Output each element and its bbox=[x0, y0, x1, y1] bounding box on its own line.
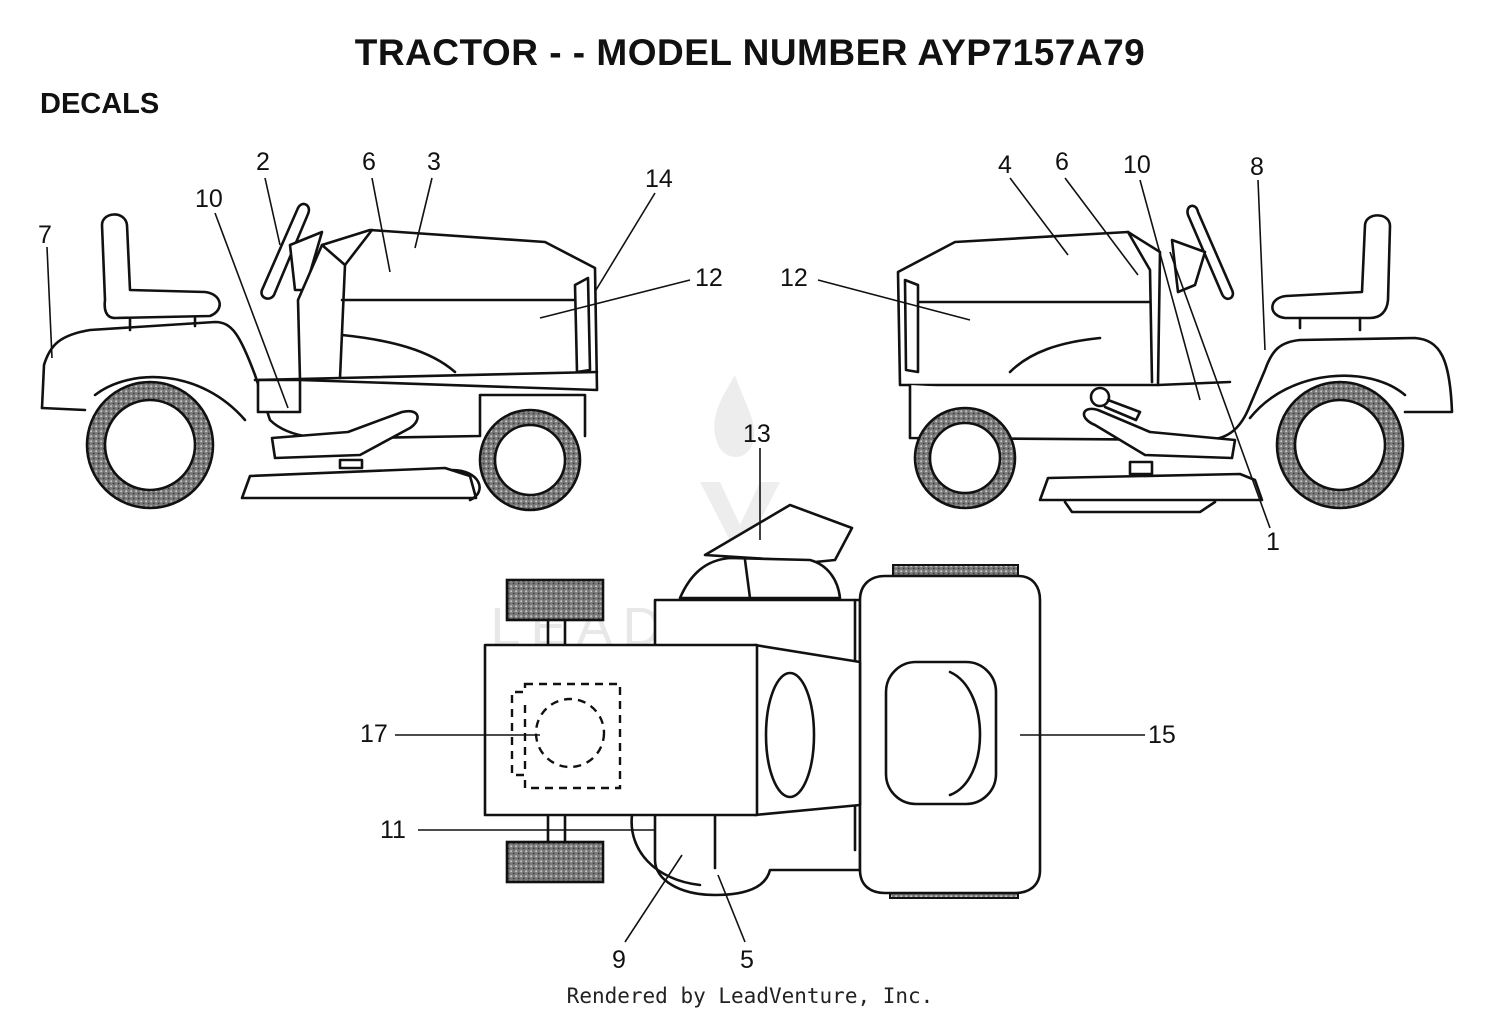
callout-7: 7 bbox=[38, 221, 52, 249]
tractor-left-side-view bbox=[40, 202, 599, 512]
rear-tire-top-right bbox=[505, 840, 605, 884]
hood-right-view bbox=[896, 230, 1162, 387]
mower-deck-left-view bbox=[240, 466, 478, 500]
callout-11: 11 bbox=[380, 816, 406, 844]
callout-13: 13 bbox=[743, 420, 771, 448]
seat-right-view bbox=[1271, 214, 1392, 320]
rear-tire-top-left bbox=[505, 578, 605, 622]
footrest-right-view bbox=[1082, 407, 1237, 460]
hood-left-view bbox=[296, 228, 599, 392]
callout-2: 2 bbox=[256, 148, 270, 176]
callout-6-right: 6 bbox=[1055, 148, 1069, 176]
steering-wheel-left-view bbox=[260, 202, 311, 300]
footrest-left-view bbox=[270, 409, 419, 460]
page-title: TRACTOR - - MODEL NUMBER AYP7157A79 bbox=[354, 32, 1146, 73]
callout-10-left: 10 bbox=[195, 185, 223, 213]
tractor-right-side-view bbox=[896, 204, 1454, 514]
tractor-top-view bbox=[483, 503, 1042, 899]
callout-12-left: 12 bbox=[695, 264, 723, 292]
callout-10-right: 10 bbox=[1123, 151, 1151, 179]
footer-credit: Rendered by LeadVenture, Inc. bbox=[566, 984, 934, 1008]
leader-lines bbox=[46, 177, 1271, 943]
callout-8: 8 bbox=[1250, 153, 1264, 181]
callout-1: 1 bbox=[1266, 528, 1280, 556]
section-heading: DECALS bbox=[40, 88, 160, 120]
callout-4: 4 bbox=[998, 151, 1012, 179]
callout-3: 3 bbox=[427, 148, 441, 176]
mower-deck-right-view bbox=[1038, 472, 1264, 502]
callout-5: 5 bbox=[740, 946, 754, 974]
callout-6-left: 6 bbox=[362, 148, 376, 176]
callout-15: 15 bbox=[1148, 721, 1176, 749]
seat-left-view bbox=[100, 213, 221, 320]
callout-17: 17 bbox=[360, 720, 388, 748]
callout-9: 9 bbox=[612, 946, 626, 974]
callout-12-right: 12 bbox=[780, 264, 808, 292]
callout-14: 14 bbox=[645, 165, 673, 193]
steering-wheel-right-view bbox=[1186, 204, 1235, 301]
callout-numbers: 7 2 10 6 3 14 12 12 4 6 10 8 1 13 17 15 … bbox=[38, 148, 1280, 974]
